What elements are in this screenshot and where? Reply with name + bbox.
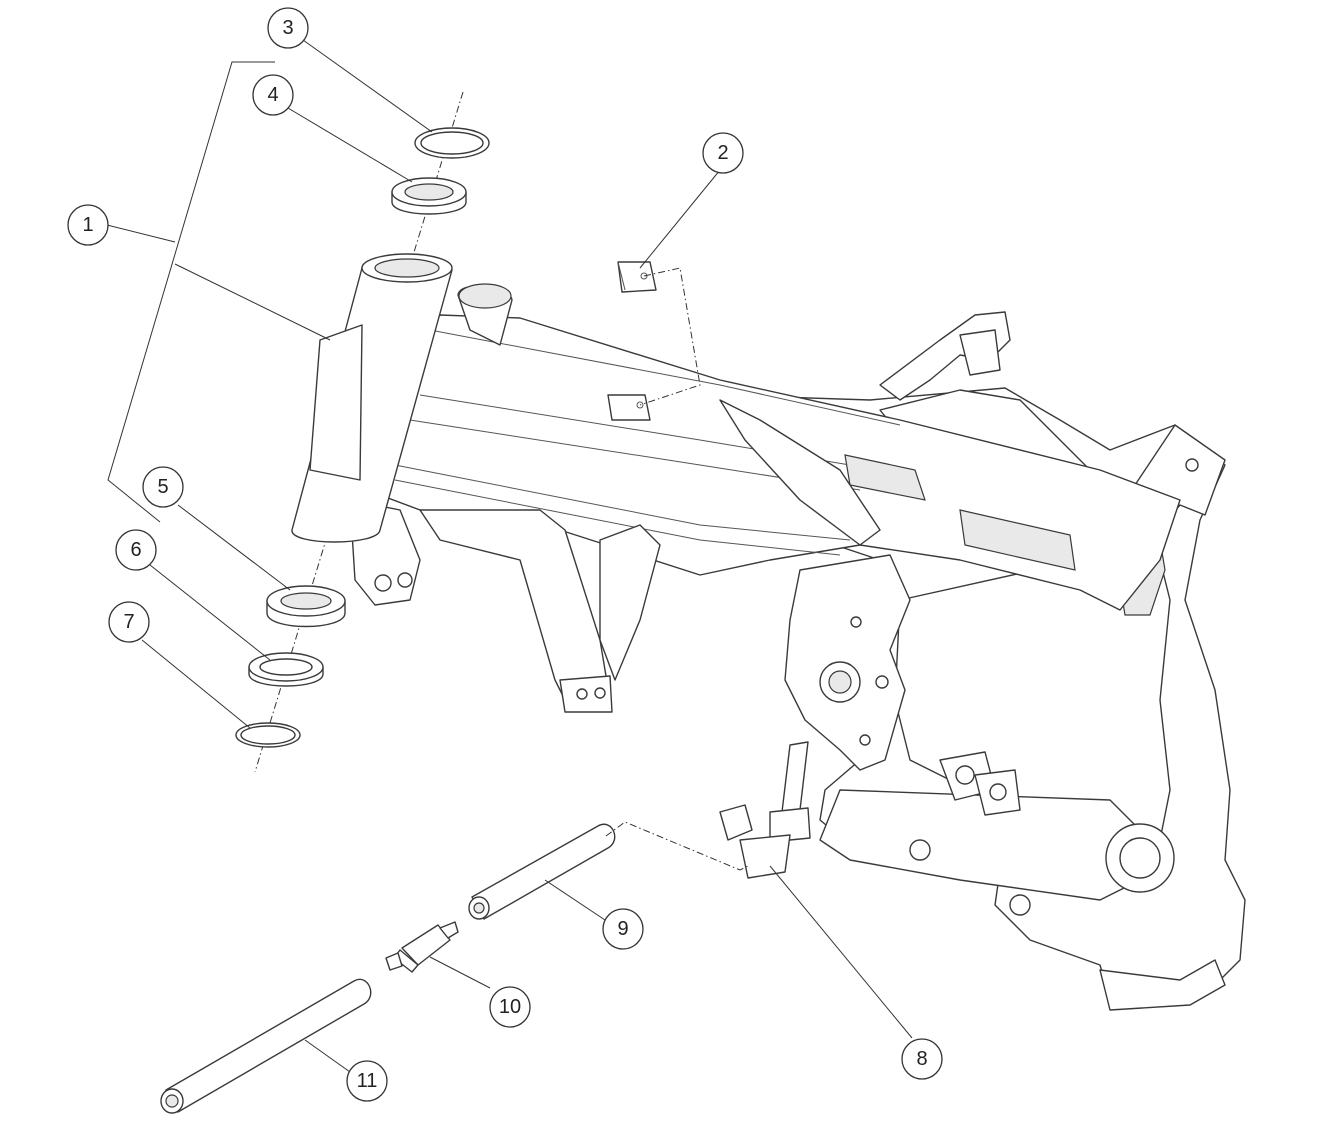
callout-8-label: 8 — [916, 1048, 927, 1070]
callout-4: 4 — [252, 74, 294, 116]
callout-5-label: 5 — [157, 476, 168, 498]
callout-6: 6 — [115, 529, 157, 571]
part-5-bearing — [266, 585, 346, 628]
part-4-bearing — [391, 177, 467, 215]
callout-11: 11 — [346, 1060, 388, 1102]
callout-11-label: 11 — [357, 1070, 378, 1092]
part-11-tube — [160, 978, 372, 1114]
callout-9-label: 9 — [617, 918, 628, 940]
callout-5: 5 — [142, 466, 184, 508]
callout-2-label: 2 — [717, 142, 728, 164]
callout-10-label: 10 — [499, 996, 521, 1018]
callout-7-label: 7 — [123, 611, 134, 633]
callout-6-label: 6 — [130, 539, 141, 561]
callout-1-label: 1 — [82, 214, 93, 236]
callout-7: 7 — [108, 601, 150, 643]
main-frame — [291, 253, 1246, 1011]
part-10-bushing — [385, 921, 459, 973]
callout-3-label: 3 — [282, 17, 293, 39]
part-2-bracket-clip — [617, 261, 701, 406]
callout-10: 10 — [489, 986, 531, 1028]
part-7-ring — [235, 722, 301, 748]
callout-3: 3 — [267, 7, 309, 49]
callout-1: 1 — [67, 204, 109, 246]
leader-lines — [106, 39, 913, 1073]
part-9-tube — [468, 821, 749, 920]
callout-4-label: 4 — [267, 84, 278, 106]
callout-9: 9 — [602, 908, 644, 950]
part-6-seal — [248, 652, 324, 687]
callout-2: 2 — [702, 132, 744, 174]
part-3-ring — [414, 127, 490, 159]
callout-8: 8 — [901, 1038, 943, 1080]
